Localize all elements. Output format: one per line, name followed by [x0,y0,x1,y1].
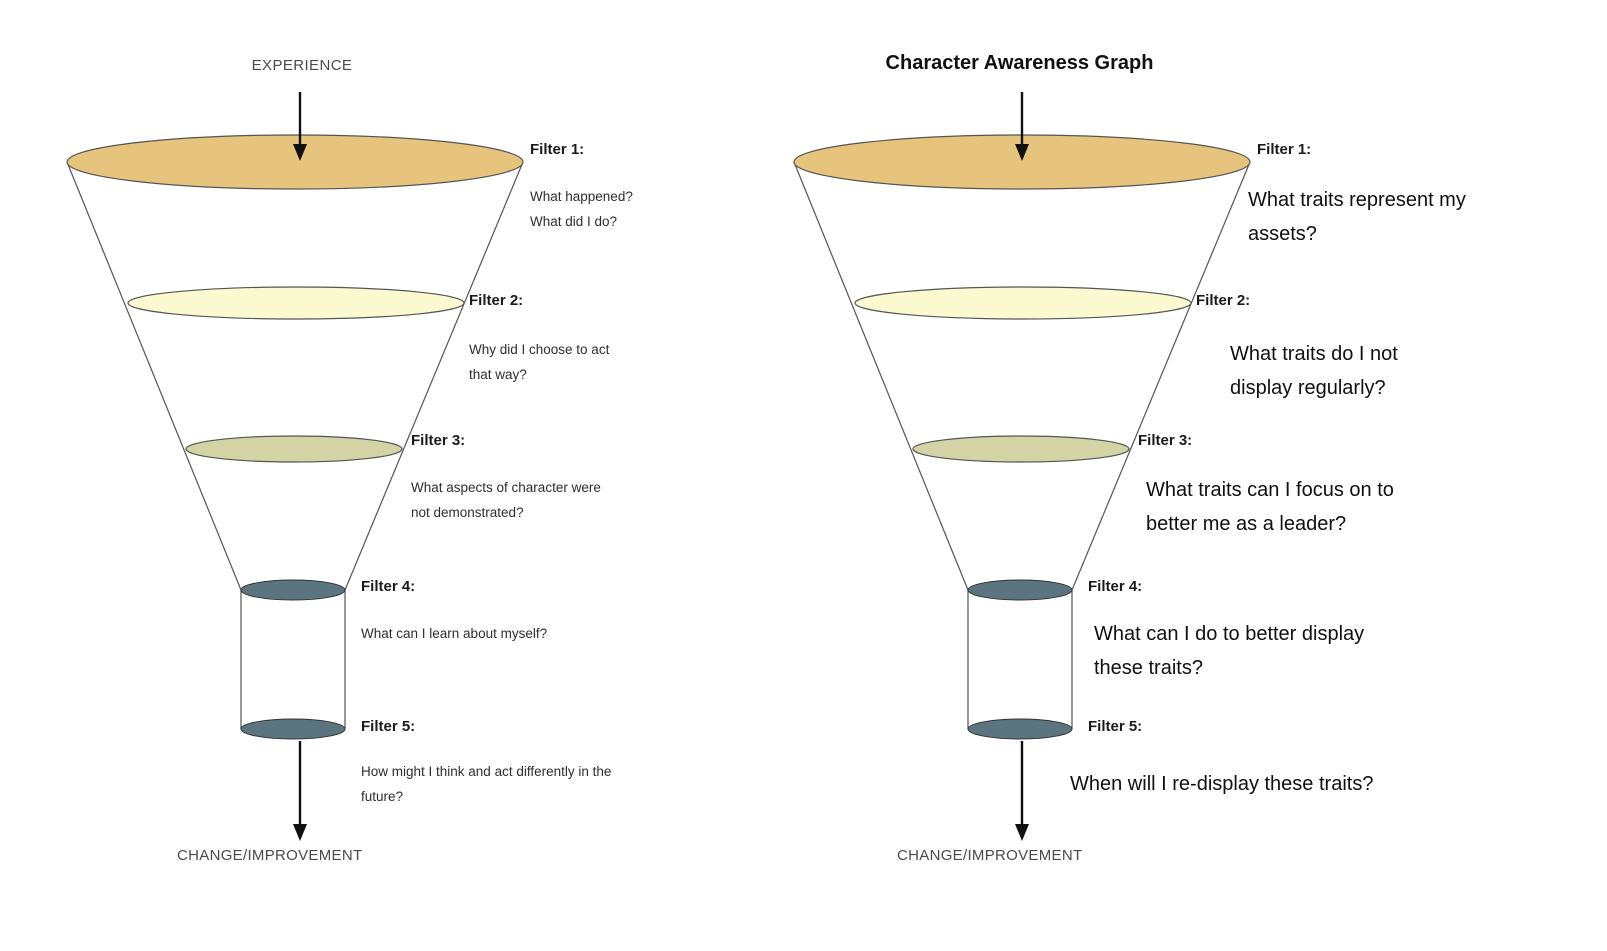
left-filter-2-question: Why did I choose to act that way? [469,342,610,382]
right-filter-4-question: What can I do to better display these tr… [1094,623,1365,679]
right-filter-3-question: What traits can I focus on to better me … [1146,479,1394,535]
left-filter-3-label: Filter 3: [411,432,466,449]
left-filter-3-ellipse [185,435,403,463]
right-bottom-arrow [1015,741,1029,841]
left-filter-1-question: What happened? What did I do? [530,189,633,229]
right-filter-1-label: Filter 1: [1257,141,1312,158]
right-funnel-title: Character Awareness Graph [885,52,1154,74]
left-funnel-shape [66,92,524,841]
left-filter-3-question: What aspects of character were not demon… [411,480,601,520]
right-filter-2-question: What traits do I not display regularly? [1230,343,1398,399]
right-filter-3-ellipse [912,435,1130,463]
right-filter-2-ellipse [854,286,1192,320]
right-filter-1-question: What traits represent my assets? [1248,189,1466,245]
left-filter-1-label: Filter 1: [530,141,585,158]
left-filter-2-label: Filter 2: [469,292,524,309]
left-filter-1-ellipse [66,134,524,190]
right-filter-5-ellipse [967,718,1073,740]
right-top-arrow [1015,92,1029,161]
right-filter-2-label: Filter 2: [1196,292,1251,309]
left-bottom-arrow [293,741,307,841]
right-filter-4-label: Filter 4: [1088,578,1143,595]
left-filter-4-ellipse [240,579,346,601]
left-top-arrow [293,92,307,161]
right-filter-5-label: Filter 5: [1088,718,1143,735]
right-filter-3-label: Filter 3: [1138,432,1193,449]
left-filter-5-question: How might I think and act differently in… [361,764,612,804]
left-filter-4-question: What can I learn about myself? [361,626,548,641]
right-funnel-bottom-label: CHANGE/IMPROVEMENT [897,847,1083,864]
left-funnel-bottom-label: CHANGE/IMPROVEMENT [177,847,363,864]
left-filter-5-label: Filter 5: [361,718,416,735]
left-filter-5-ellipse [240,718,346,740]
left-filter-2-ellipse [127,286,465,320]
left-filter-4-label: Filter 4: [361,578,416,595]
right-funnel-shape [793,92,1251,841]
right-filter-5-question: When will I re-display these traits? [1070,773,1374,795]
right-filter-4-ellipse [967,579,1073,601]
left-funnel-top-label: EXPERIENCE [251,57,353,74]
